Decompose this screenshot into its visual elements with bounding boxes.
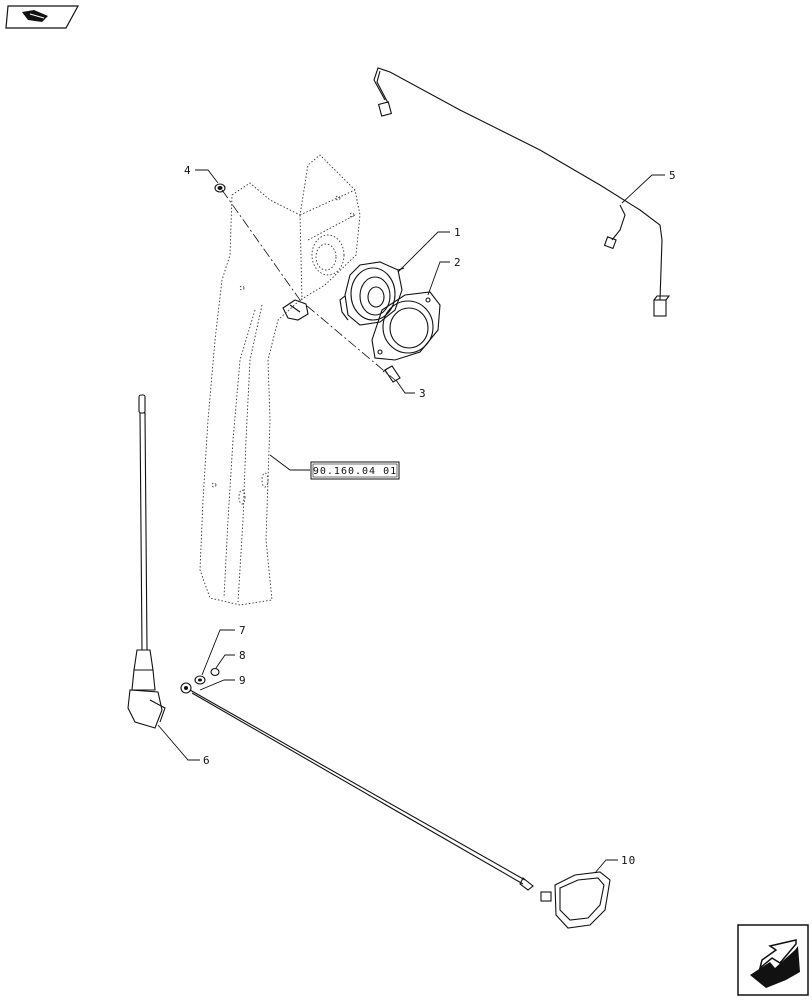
wiring-harness-part-5[interactable]: [373, 67, 671, 317]
pillar-trim-ghost: [199, 154, 361, 606]
callout-1: 1: [454, 226, 462, 239]
speaker-grille-part-2[interactable]: [371, 291, 441, 361]
assembly-axis: [221, 189, 396, 381]
callout-9: 9: [239, 674, 247, 687]
leader-lines: [157, 169, 665, 874]
callout-6: 6: [203, 754, 211, 767]
callout-2: 2: [454, 256, 462, 269]
reference-box-text: 90.160.04 01: [313, 466, 397, 477]
callout-7: 7: [239, 624, 247, 637]
reference-box[interactable]: 90.160.04 01: [310, 461, 400, 480]
callout-labels: 4 1 2 3 5 6 7 8 9 10: [184, 164, 677, 867]
callout-10: 10: [621, 854, 636, 867]
callout-8: 8: [239, 649, 247, 662]
pillar-clip: [282, 299, 309, 321]
next-page-arrow-icon[interactable]: [737, 924, 809, 996]
callout-4: 4: [184, 164, 192, 177]
callout-3: 3: [419, 387, 427, 400]
screw-part-3[interactable]: [382, 365, 401, 383]
speaker-part-1[interactable]: [339, 261, 405, 326]
clamp-part-10[interactable]: [540, 871, 611, 929]
callout-5: 5: [669, 169, 677, 182]
book-page-icon[interactable]: [5, 5, 80, 29]
washer-part-8[interactable]: [210, 667, 220, 677]
antenna-cable-part-9[interactable]: [180, 682, 534, 891]
nut-part-7[interactable]: [194, 675, 206, 685]
fastener-part-4[interactable]: [214, 183, 226, 193]
antenna-part-6[interactable]: [127, 394, 166, 729]
